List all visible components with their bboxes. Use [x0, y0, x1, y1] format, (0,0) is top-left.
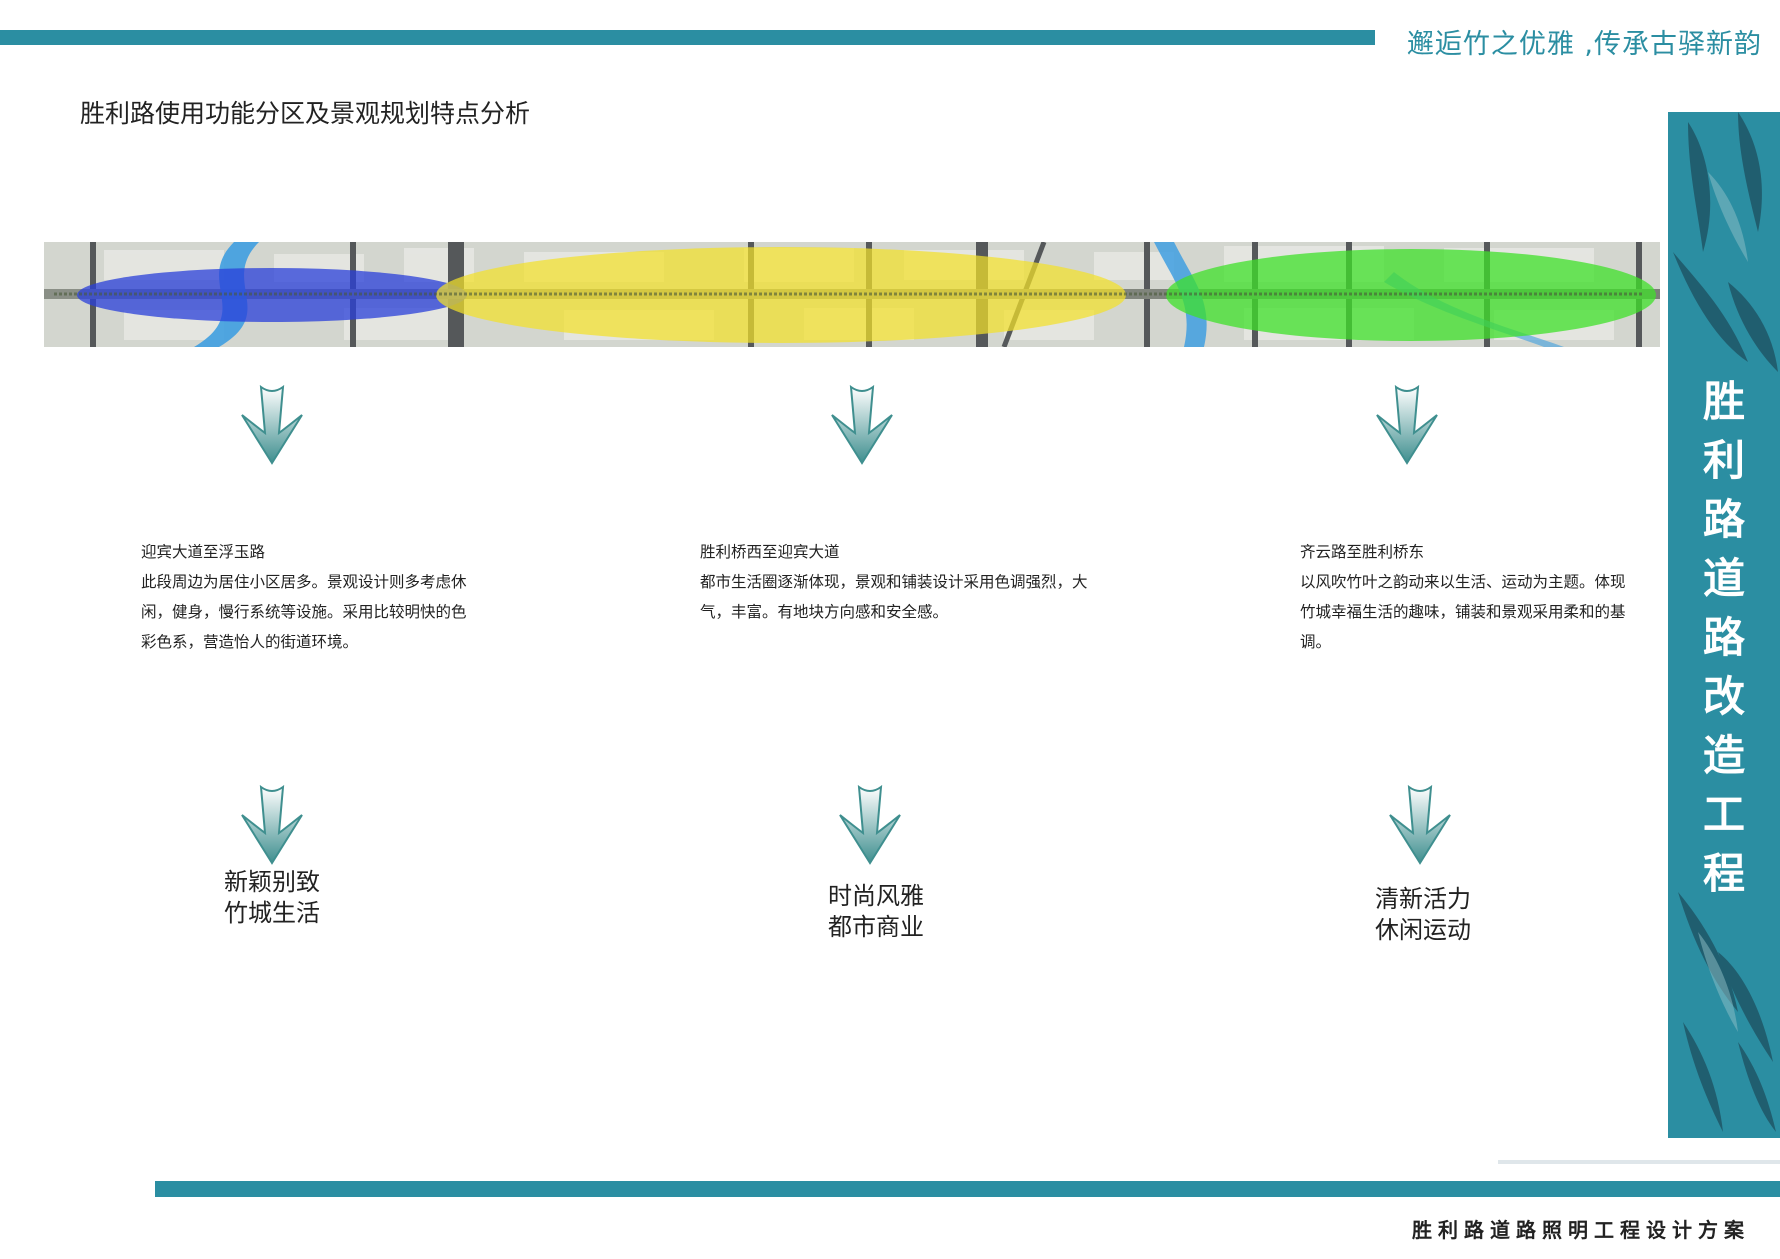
down-arrow-icon: [839, 785, 901, 865]
zone-2-body-line: 气，丰富。有地块方向感和安全感。: [700, 603, 949, 621]
down-arrow-icon: [241, 785, 303, 865]
side-title-char: 工: [1702, 790, 1745, 839]
side-vertical-title: 胜 利 路 道 路 改 造 工 程: [1668, 372, 1780, 903]
zone-1-theme-line: 竹城生活: [224, 899, 320, 927]
zone-3-theme-line: 清新活力: [1375, 885, 1471, 913]
down-arrow-icon: [1389, 785, 1451, 865]
down-arrow-icon: [241, 385, 303, 465]
top-accent-bar: [0, 30, 1375, 45]
down-arrow-icon: [831, 385, 893, 465]
aerial-map-strip: [44, 242, 1660, 347]
zone-1-body-line: 此段周边为居住小区居多。景观设计则多考虑休: [141, 573, 467, 591]
footer-title: 胜利路道路照明工程设计方案: [1412, 1218, 1750, 1242]
aerial-map-image: [44, 242, 1660, 347]
zone-1-theme-line: 新颖别致: [224, 868, 320, 896]
side-title-char: 造: [1702, 731, 1745, 780]
zone-1-description: 迎宾大道至浮玉路 此段周边为居住小区居多。景观设计则多考虑休 闲，健身，慢行系统…: [141, 537, 501, 657]
zone-1-title: 迎宾大道至浮玉路: [141, 543, 266, 561]
down-arrow-icon: [1376, 385, 1438, 465]
zone-3-description: 齐云路至胜利桥东 以风吹竹叶之韵动来以生活、运动为主题。体现 竹城幸福生活的趣味…: [1300, 537, 1660, 657]
page-title: 胜利路使用功能分区及景观规划特点分析: [80, 99, 531, 128]
header-slogan: 邂逅竹之优雅 ,传承古驿新韵: [1406, 29, 1762, 60]
zone-1-body-line: 闲，健身，慢行系统等设施。采用比较明快的色: [141, 603, 467, 621]
zone-3-body-line: 以风吹竹叶之韵动来以生活、运动为主题。体现: [1300, 573, 1626, 591]
bottom-light-line: [1498, 1160, 1780, 1164]
side-title-char: 路: [1702, 613, 1745, 662]
zone-3-theme: 清新活力 休闲运动: [1375, 884, 1471, 946]
side-title-char: 道: [1702, 554, 1745, 603]
zone-1-body-line: 彩色系，营造怡人的街道环境。: [141, 633, 359, 651]
zone-3-title: 齐云路至胜利桥东: [1300, 543, 1425, 561]
zone-2-theme-line: 时尚风雅: [828, 882, 924, 910]
zone-2-description: 胜利桥西至迎宾大道 都市生活圈逐渐体现，景观和铺装设计采用色调强烈，大 气，丰富…: [700, 537, 1120, 627]
bamboo-leaves-decoration: [1673, 112, 1778, 1132]
zone-3-theme-line: 休闲运动: [1375, 916, 1471, 944]
side-title-char: 改: [1702, 672, 1745, 721]
bottom-accent-bar: [155, 1181, 1780, 1197]
zone-2-title: 胜利桥西至迎宾大道: [700, 543, 840, 561]
side-title-char: 胜: [1702, 377, 1745, 426]
zone-2-body-line: 都市生活圈逐渐体现，景观和铺装设计采用色调强烈，大: [700, 573, 1088, 591]
side-title-char: 程: [1702, 849, 1745, 898]
zone-2-theme: 时尚风雅 都市商业: [828, 881, 924, 943]
side-title-banner: 胜 利 路 道 路 改 造 工 程: [1668, 112, 1780, 1138]
zone-3-body-line: 调。: [1300, 633, 1332, 651]
zone-1-theme: 新颖别致 竹城生活: [224, 867, 320, 929]
zone-3-body-line: 竹城幸福生活的趣味，铺装和景观采用柔和的基: [1300, 603, 1626, 621]
zone-2-theme-line: 都市商业: [828, 913, 924, 941]
side-title-char: 利: [1702, 436, 1745, 485]
side-title-char: 路: [1702, 495, 1745, 544]
